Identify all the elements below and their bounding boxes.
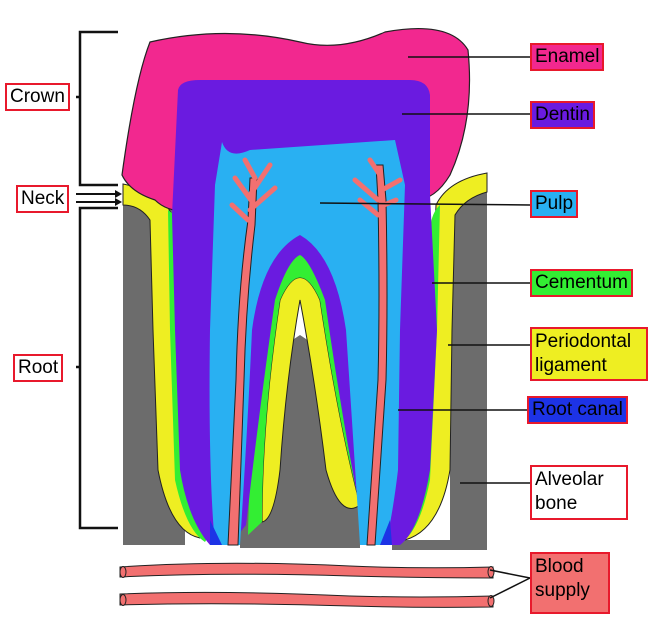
blood-vessel	[487, 595, 495, 607]
label-crown: Crown	[5, 83, 70, 111]
label-blood-supply: Blood supply	[530, 552, 610, 614]
neck-arrow-head	[115, 190, 122, 198]
root-canal	[210, 520, 222, 545]
label-enamel: Enamel	[530, 43, 605, 71]
blood-supply-leader	[489, 569, 531, 579]
blood-vessel	[366, 164, 388, 546]
label-dentin: Dentin	[530, 101, 595, 129]
alveolar-bone	[392, 192, 487, 550]
label-cementum: Cementum	[530, 269, 633, 297]
root-canal	[380, 520, 392, 545]
root-bracket	[78, 206, 118, 530]
blood-vessel	[119, 594, 127, 606]
neck-arrow-head	[115, 198, 122, 206]
label-alveolar-bone: Alveolar bone	[530, 465, 628, 520]
blood-supply-leader	[489, 577, 531, 599]
blood-vessel	[229, 157, 278, 223]
label-root: Root	[13, 354, 64, 382]
blood-vessel	[119, 591, 494, 608]
crown-bracket	[78, 30, 118, 187]
blood-vessel	[119, 562, 494, 579]
label-pulp: Pulp	[530, 190, 579, 218]
pulp-leader	[319, 202, 531, 206]
pulp	[209, 140, 405, 545]
blood-vessel	[119, 566, 127, 578]
label-root-canal: Root canal	[527, 396, 628, 424]
blood-vessel	[352, 157, 403, 218]
blood-vessel	[487, 566, 495, 578]
label-neck: Neck	[16, 185, 70, 213]
label-periodontal-ligament: Periodontal ligament	[530, 327, 648, 381]
